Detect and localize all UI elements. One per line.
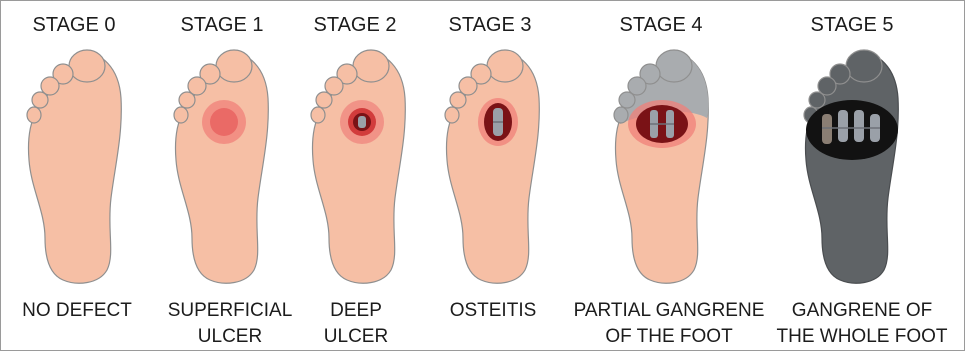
stage-5-caption-line-1: GANGRENE OF xyxy=(762,298,962,324)
stage-2-caption-line-2: ULCER xyxy=(256,324,456,350)
stage-5-caption: GANGRENE OF THE WHOLE FOOT xyxy=(762,298,962,350)
stage-1-foot xyxy=(174,50,268,283)
stage-4-caption-line-2: OF THE FOOT xyxy=(569,324,769,350)
stage-0-foot xyxy=(27,50,121,283)
stage-5-caption-line-2: THE WHOLE FOOT xyxy=(762,324,962,350)
stage-4-caption: PARTIAL GANGRENE OF THE FOOT xyxy=(569,298,769,350)
big-toe xyxy=(69,50,105,82)
stage-5-foot xyxy=(804,50,898,283)
stage-4-foot xyxy=(614,50,708,283)
whole-foot-necrosis xyxy=(806,100,898,160)
stage-3-foot xyxy=(445,50,539,283)
toe-4 xyxy=(32,92,48,108)
stage-3-caption: OSTEITIS xyxy=(393,298,593,324)
stage-4-caption-line-1: PARTIAL GANGRENE xyxy=(569,298,769,324)
stage-3-caption-line-1: OSTEITIS xyxy=(393,298,593,324)
toe-5 xyxy=(27,107,41,123)
stage-2-foot xyxy=(311,50,405,283)
